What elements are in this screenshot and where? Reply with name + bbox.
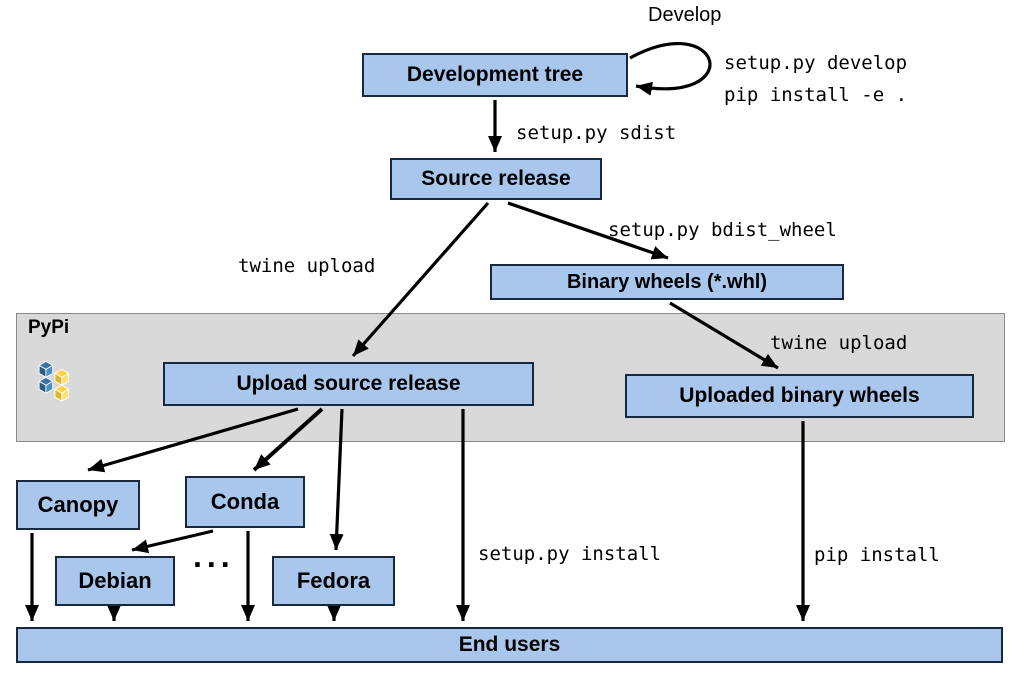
label-pip-install: pip install — [814, 544, 940, 566]
label-ellipsis: ... — [193, 538, 235, 574]
arrow-twine-upload-wheels — [669, 301, 779, 370]
label-develop: Develop — [648, 4, 722, 26]
arrow-develop-self-loop — [629, 42, 712, 96]
label-setup-develop: setup.py develop — [724, 52, 908, 74]
node-source-release: Source release — [390, 158, 602, 200]
node-debian: Debian — [55, 556, 175, 606]
node-fedora: Fedora — [272, 556, 395, 606]
label-setup-install: setup.py install — [478, 543, 662, 565]
arrow-conda-to-debian — [131, 529, 214, 554]
node-conda: Conda — [185, 476, 305, 528]
arrow-upload-to-fedora — [329, 408, 344, 551]
label-twine-upload-source: twine upload — [238, 255, 376, 277]
label-bdist-wheel: setup.py bdist_wheel — [608, 219, 837, 241]
label-twine-upload-wheels: twine upload — [770, 332, 908, 354]
label-pip-install-e: pip install -e . — [724, 84, 908, 106]
arrow-upload-to-canopy — [87, 407, 299, 473]
node-development-tree: Development tree — [362, 53, 628, 97]
node-uploaded-binary-wheels: Uploaded binary wheels — [625, 374, 974, 418]
node-end-users: End users — [16, 627, 1003, 663]
node-canopy: Canopy — [16, 480, 140, 530]
node-binary-wheels: Binary wheels (*.whl) — [490, 264, 844, 300]
pypi-logo-icon — [38, 360, 70, 402]
label-sdist: setup.py sdist — [516, 122, 677, 144]
arrow-bdist-wheel — [507, 201, 669, 260]
label-pypi: PyPi — [28, 317, 70, 338]
node-upload-source-release: Upload source release — [163, 362, 534, 406]
arrow-upload-to-conda — [252, 407, 324, 472]
arrow-twine-upload-source — [351, 201, 490, 358]
